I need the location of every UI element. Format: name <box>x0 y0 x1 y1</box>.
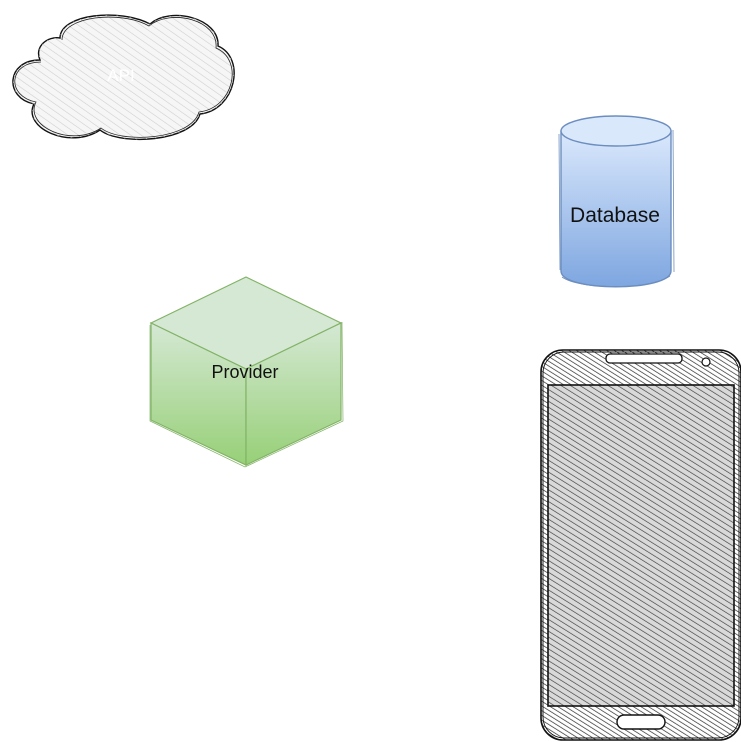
phone-frame-sketch <box>542 351 740 739</box>
api-label: API <box>107 66 134 85</box>
database-label: Database <box>570 204 660 227</box>
database-node[interactable]: Database <box>558 115 675 288</box>
provider-node[interactable]: Provider <box>149 276 344 468</box>
provider-sketch-stroke <box>149 321 344 468</box>
phone-screen <box>547 384 735 707</box>
api-cloud-hatch <box>12 15 235 140</box>
database-sketch-stroke <box>558 129 675 287</box>
phone-node[interactable] <box>540 349 741 741</box>
provider-label: Provider <box>211 362 278 382</box>
phone-speaker-icon <box>605 353 683 364</box>
phone-home-button <box>616 714 666 730</box>
phone-camera-icon <box>701 357 711 367</box>
api-node[interactable]: API <box>12 14 235 140</box>
provider-cube-right <box>245 322 342 466</box>
database-cylinder-top <box>560 115 672 147</box>
api-cloud-sketch-stroke <box>14 16 233 138</box>
